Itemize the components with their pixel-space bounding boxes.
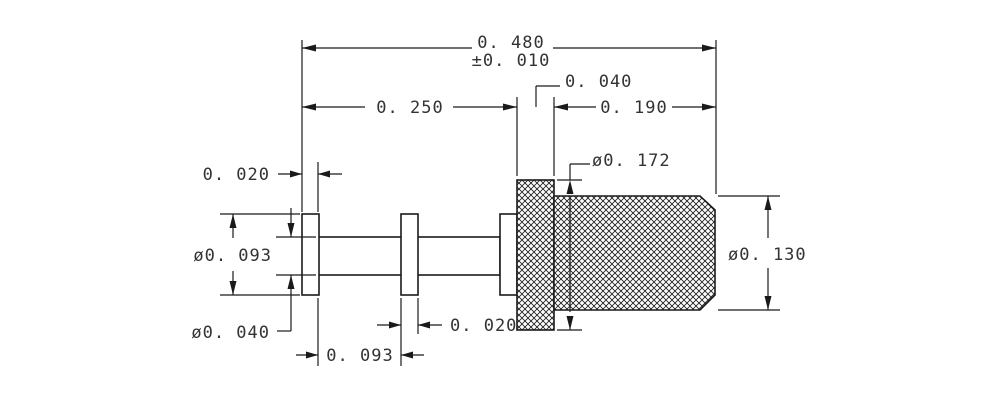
dim-body-diameter: ø0. 130 — [728, 196, 807, 310]
dim-length-to-knurl: 0. 250 — [302, 98, 517, 118]
dim-overall-length: 0. 480 ±0. 010 — [302, 33, 716, 71]
flange-left — [301, 213, 320, 296]
second-flange-thickness-label: 0. 020 — [450, 316, 517, 336]
overall-length-label: 0. 480 — [477, 33, 544, 53]
part-outline — [301, 179, 716, 331]
collar — [499, 213, 518, 296]
body-diameter-label: ø0. 130 — [728, 245, 807, 265]
knurl-diameter-label: ø0. 172 — [592, 151, 671, 171]
dim-knurl-diameter: ø0. 172 — [566, 151, 671, 330]
extension-lines — [220, 40, 780, 366]
shaft-diameter-label: ø0. 040 — [191, 323, 270, 343]
dim-flange-diameter: ø0. 093 — [193, 214, 272, 295]
body-length-label: 0. 190 — [600, 98, 667, 118]
dim-second-flange-thickness: 0. 020 — [377, 316, 517, 336]
flange-diameter-label: ø0. 093 — [193, 246, 272, 266]
knurl-ring — [516, 179, 555, 331]
body-knurled — [553, 195, 716, 311]
flange-thickness-label: 0. 020 — [203, 165, 270, 185]
flange-middle — [400, 213, 419, 296]
overall-tolerance-label: ±0. 010 — [472, 51, 551, 71]
dim-flange-thickness: 0. 020 — [203, 165, 342, 185]
dim-knurl-width: 0. 040 — [535, 72, 632, 107]
flange-spacing-label: 0. 093 — [326, 346, 393, 366]
length-to-knurl-label: 0. 250 — [376, 98, 443, 118]
dim-shaft-diameter: ø0. 040 — [191, 208, 316, 343]
knurl-width-label: 0. 040 — [565, 72, 632, 92]
dim-flange-spacing: 0. 093 — [296, 346, 424, 366]
dim-body-length: 0. 190 — [554, 98, 716, 118]
